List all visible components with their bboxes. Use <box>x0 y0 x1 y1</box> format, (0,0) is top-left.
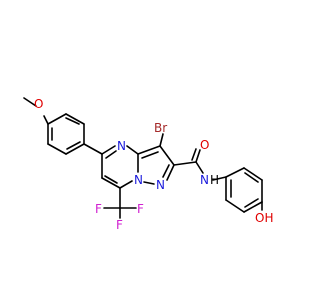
atom-o-carbonyl: O <box>200 138 209 152</box>
bond-c2-n1 <box>166 164 175 181</box>
bond-hp6 <box>225 167 245 178</box>
bond-c7-c6 <box>101 177 121 189</box>
bond-aryl-c5 <box>83 143 103 155</box>
bond-c-o-double <box>191 148 197 161</box>
bond-c3-br <box>159 133 164 147</box>
bond-hp-inner2 <box>244 198 259 208</box>
atom-f-left: F <box>95 202 102 216</box>
bond-n4-c3a <box>126 145 139 155</box>
bond-nh-aryl <box>212 176 227 181</box>
bond-c5-n4-double <box>105 150 117 159</box>
atom-h-amide: H <box>210 173 219 187</box>
bond-c2-n1-double <box>162 164 170 178</box>
bond-ar5 <box>65 113 85 125</box>
atom-br: Br <box>154 121 167 135</box>
atom-o-methoxy: O <box>34 97 43 111</box>
atom-n-bridge: N <box>134 173 143 187</box>
bond-c7-c6-double <box>104 175 118 184</box>
bond-c-nh <box>195 161 204 174</box>
atom-f-right: F <box>137 202 144 216</box>
bond-ar2 <box>47 143 67 155</box>
bond-hp3 <box>243 201 263 213</box>
bond-c-o <box>195 149 201 163</box>
bond-c5-n4 <box>101 145 116 155</box>
bond-c3a-c3-double <box>141 151 159 159</box>
bond-n8-c7 <box>119 180 133 189</box>
atom-n-amide: N <box>200 173 209 187</box>
bond-hp5 <box>243 167 263 181</box>
bond-hp-inner3 <box>244 172 259 183</box>
bond-ar-inner3 <box>65 117 80 125</box>
atom-labels: O Br N N N O N H F F F OH <box>34 97 273 232</box>
bond-ar3 <box>65 143 85 155</box>
bond-n1-n8 <box>143 181 155 185</box>
atom-f-down: F <box>116 218 123 232</box>
bond-ar6 <box>47 113 67 125</box>
bond-methyl-o <box>23 97 37 107</box>
bond-c3a-c3 <box>137 145 161 155</box>
bond-ar-inner2 <box>66 141 81 150</box>
bond-o-aryl <box>43 115 49 125</box>
molecule-canvas: O Br N N N O N H F F F OH <box>23 97 274 232</box>
structure-diagram: O Br N N N O N H F F F OH <box>23 97 273 232</box>
bond-c3-c2 <box>159 145 175 166</box>
atom-n-pyrimidine: N <box>117 139 126 153</box>
bonds <box>23 97 263 219</box>
atom-oh: OH <box>255 211 273 225</box>
atom-n-pyrazole: N <box>156 178 165 192</box>
bond-hp2 <box>225 199 245 213</box>
bond-c2-camide <box>173 161 197 166</box>
